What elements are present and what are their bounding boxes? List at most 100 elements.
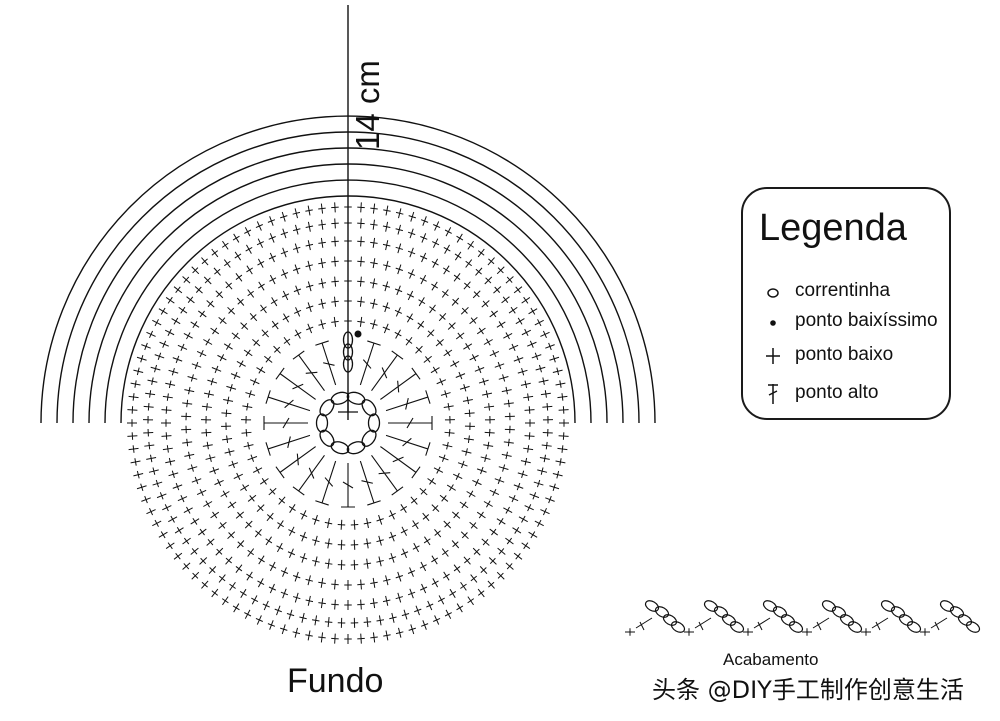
single-crochet-stitch — [540, 330, 550, 338]
single-crochet-stitch — [190, 321, 200, 329]
single-crochet-stitch — [305, 630, 313, 641]
single-crochet-stitch — [534, 319, 544, 327]
single-crochet-stitch — [183, 506, 193, 514]
single-crochet-stitch — [280, 228, 289, 239]
single-crochet-stitch — [350, 617, 359, 628]
center-mark — [338, 400, 358, 413]
single-crochet-stitch — [318, 577, 326, 588]
double-crochet-stitch — [388, 416, 433, 430]
single-crochet-stitch — [395, 208, 404, 219]
single-crochet-stitch — [191, 361, 202, 370]
single-crochet-stitch — [382, 281, 391, 292]
single-crochet-stitch — [305, 260, 313, 271]
single-crochet-stitch — [406, 290, 415, 301]
single-crochet-stitch — [255, 615, 263, 625]
single-crochet-stitch — [305, 595, 314, 606]
single-crochet-stitch — [497, 547, 506, 555]
chain-stitch — [315, 413, 329, 433]
single-crochet-stitch — [286, 609, 295, 620]
single-crochet-stitch — [292, 208, 301, 219]
legend-item-slip-stitch: ponto baixíssimo — [763, 307, 938, 335]
single-crochet-stitch — [463, 435, 474, 443]
single-crochet-stitch — [465, 259, 473, 268]
single-crochet-stitch — [405, 336, 413, 346]
single-crochet-stitch — [545, 495, 555, 504]
single-crochet-stitch — [422, 512, 430, 522]
watermark: 头条 @DIY手工制作创意生活 — [652, 676, 964, 704]
single-crochet-stitch — [437, 595, 445, 605]
single-crochet-stitch — [305, 302, 314, 313]
single-crochet-stitch — [266, 512, 274, 522]
single-crochet-stitch — [337, 559, 346, 570]
single-crochet-stitch — [357, 316, 365, 327]
single-crochet-stitch — [312, 556, 320, 567]
single-crochet-stitch — [483, 500, 493, 508]
single-crochet-stitch — [244, 609, 252, 619]
single-crochet-stitch — [460, 531, 469, 540]
single-crochet-stitch — [262, 600, 270, 611]
single-crochet-stitch — [280, 588, 289, 599]
single-crochet-stitch — [331, 316, 339, 327]
single-crochet-stitch — [463, 343, 473, 350]
single-crochet-stitch — [400, 548, 409, 559]
single-crochet-stitch — [389, 612, 397, 623]
single-crochet-stitch — [260, 304, 267, 314]
single-crochet-stitch — [503, 332, 513, 340]
single-crochet-stitch — [331, 599, 339, 610]
single-crochet-stitch — [370, 632, 378, 643]
single-crochet-stitch — [261, 329, 270, 338]
edging-chain-stitch — [729, 621, 745, 633]
single-crochet-stitch — [489, 488, 500, 497]
single-crochet-stitch — [508, 343, 519, 352]
single-crochet-stitch — [496, 266, 505, 275]
edging-chain-stitch — [670, 621, 686, 633]
single-crochet-stitch — [190, 517, 200, 525]
single-crochet-stitch — [518, 515, 528, 523]
single-crochet-stitch — [244, 227, 252, 237]
single-crochet-stitch — [208, 566, 217, 575]
single-crochet-stitch — [257, 555, 265, 565]
single-crochet-stitch — [419, 487, 428, 496]
single-crochet-stitch — [559, 419, 569, 427]
single-crochet-stitch — [191, 266, 200, 275]
single-crochet-stitch — [442, 571, 450, 581]
single-crochet-stitch — [292, 264, 301, 275]
single-crochet-stitch — [218, 316, 227, 325]
edging-chain-stitch — [721, 614, 737, 626]
single-crochet-stitch — [257, 578, 265, 588]
single-crochet-stitch — [557, 393, 568, 401]
single-crochet-stitch — [441, 548, 449, 557]
single-crochet-stitch — [165, 380, 176, 389]
single-crochet-stitch — [388, 531, 397, 542]
single-crochet-stitch — [240, 484, 250, 492]
single-crochet-stitch — [235, 272, 243, 282]
single-crochet-stitch — [357, 579, 365, 590]
double-crochet-icon — [763, 381, 787, 405]
single-crochet-stitch — [337, 519, 346, 530]
single-crochet-stitch — [214, 478, 224, 487]
single-crochet-stitch — [469, 521, 478, 530]
single-crochet-stitch — [395, 243, 404, 254]
single-crochet-stitch — [234, 251, 242, 261]
single-crochet-stitch — [130, 458, 141, 466]
single-crochet-stitch — [331, 579, 339, 590]
double-crochet-stitch — [263, 416, 308, 430]
single-crochet-stitch — [444, 227, 452, 237]
single-crochet-stitch — [467, 240, 475, 250]
single-crochet-stitch — [241, 415, 252, 424]
single-crochet-stitch — [168, 470, 179, 479]
single-crochet-stitch — [382, 323, 390, 334]
single-crochet-stitch — [203, 500, 213, 508]
double-crochet-stitch — [341, 463, 355, 508]
single-crochet-stitch — [293, 307, 302, 317]
single-crochet-stitch — [128, 445, 139, 453]
single-crochet-stitch — [305, 205, 313, 216]
single-crochet-stitch — [418, 297, 426, 307]
single-crochet-stitch — [271, 320, 279, 330]
single-crochet-stitch — [357, 276, 365, 287]
single-crochet-stitch — [223, 259, 231, 268]
single-crochet-stitch — [453, 272, 461, 282]
edging-chain-stitch — [772, 606, 788, 618]
single-crochet-stitch — [247, 289, 255, 298]
double-crochet-stitch — [292, 350, 325, 391]
